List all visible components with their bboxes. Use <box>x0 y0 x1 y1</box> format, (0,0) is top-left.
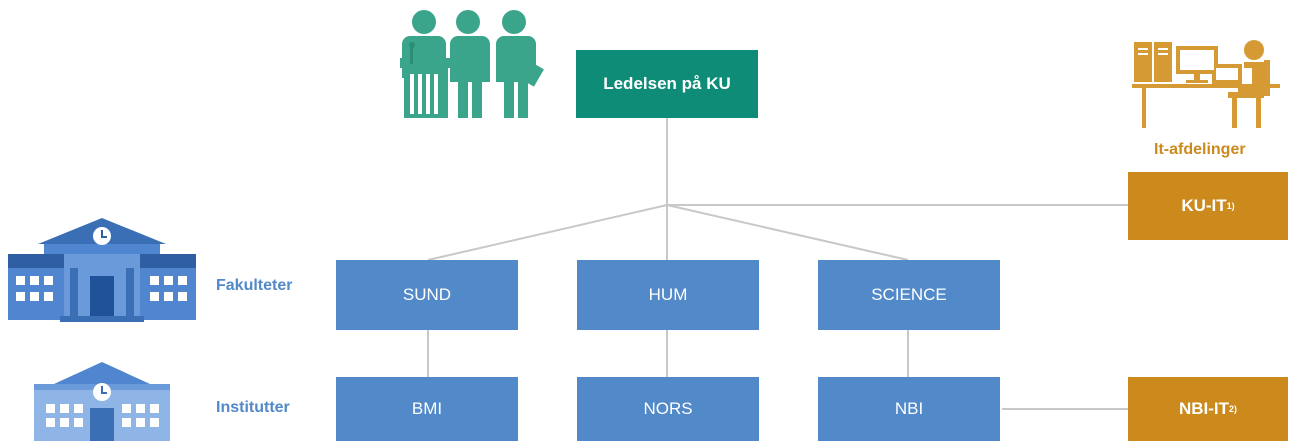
institute-building-icon <box>34 362 170 441</box>
faculty-box-hum: HUM <box>577 260 759 330</box>
institute-label-bmi: BMI <box>411 399 443 418</box>
institute-box-bmi: BMI <box>336 377 518 441</box>
institute-label-nors: NORS <box>643 399 693 418</box>
management-label: Ledelsen på KU <box>603 74 731 93</box>
faculty-box-science: SCIENCE <box>818 260 1000 330</box>
connector-hub-sund <box>427 204 668 261</box>
ku-it-label: KU-IT <box>1181 196 1227 215</box>
it-workstation-icon <box>1132 40 1280 128</box>
connector-hub-science <box>666 204 909 261</box>
faculty-label-hum: HUM <box>648 285 688 304</box>
institute-label-nbi: NBI <box>894 399 924 418</box>
institutes-level-label: Institutter <box>216 399 290 416</box>
institute-box-nbi: NBI <box>818 377 1000 441</box>
management-box: Ledelsen på KU <box>576 50 758 118</box>
faculty-label-science: SCIENCE <box>871 285 947 304</box>
faculty-building-icon <box>8 218 196 322</box>
it-departments-heading: It-afdelinger <box>1154 141 1246 158</box>
faculty-label-sund: SUND <box>402 285 452 304</box>
faculty-box-sund: SUND <box>336 260 518 330</box>
leadership-people-icon <box>400 10 544 118</box>
faculties-level-label: Fakulteter <box>216 277 293 294</box>
nbi-it-label: NBI-IT <box>1178 399 1230 418</box>
institute-box-nors: NORS <box>577 377 759 441</box>
